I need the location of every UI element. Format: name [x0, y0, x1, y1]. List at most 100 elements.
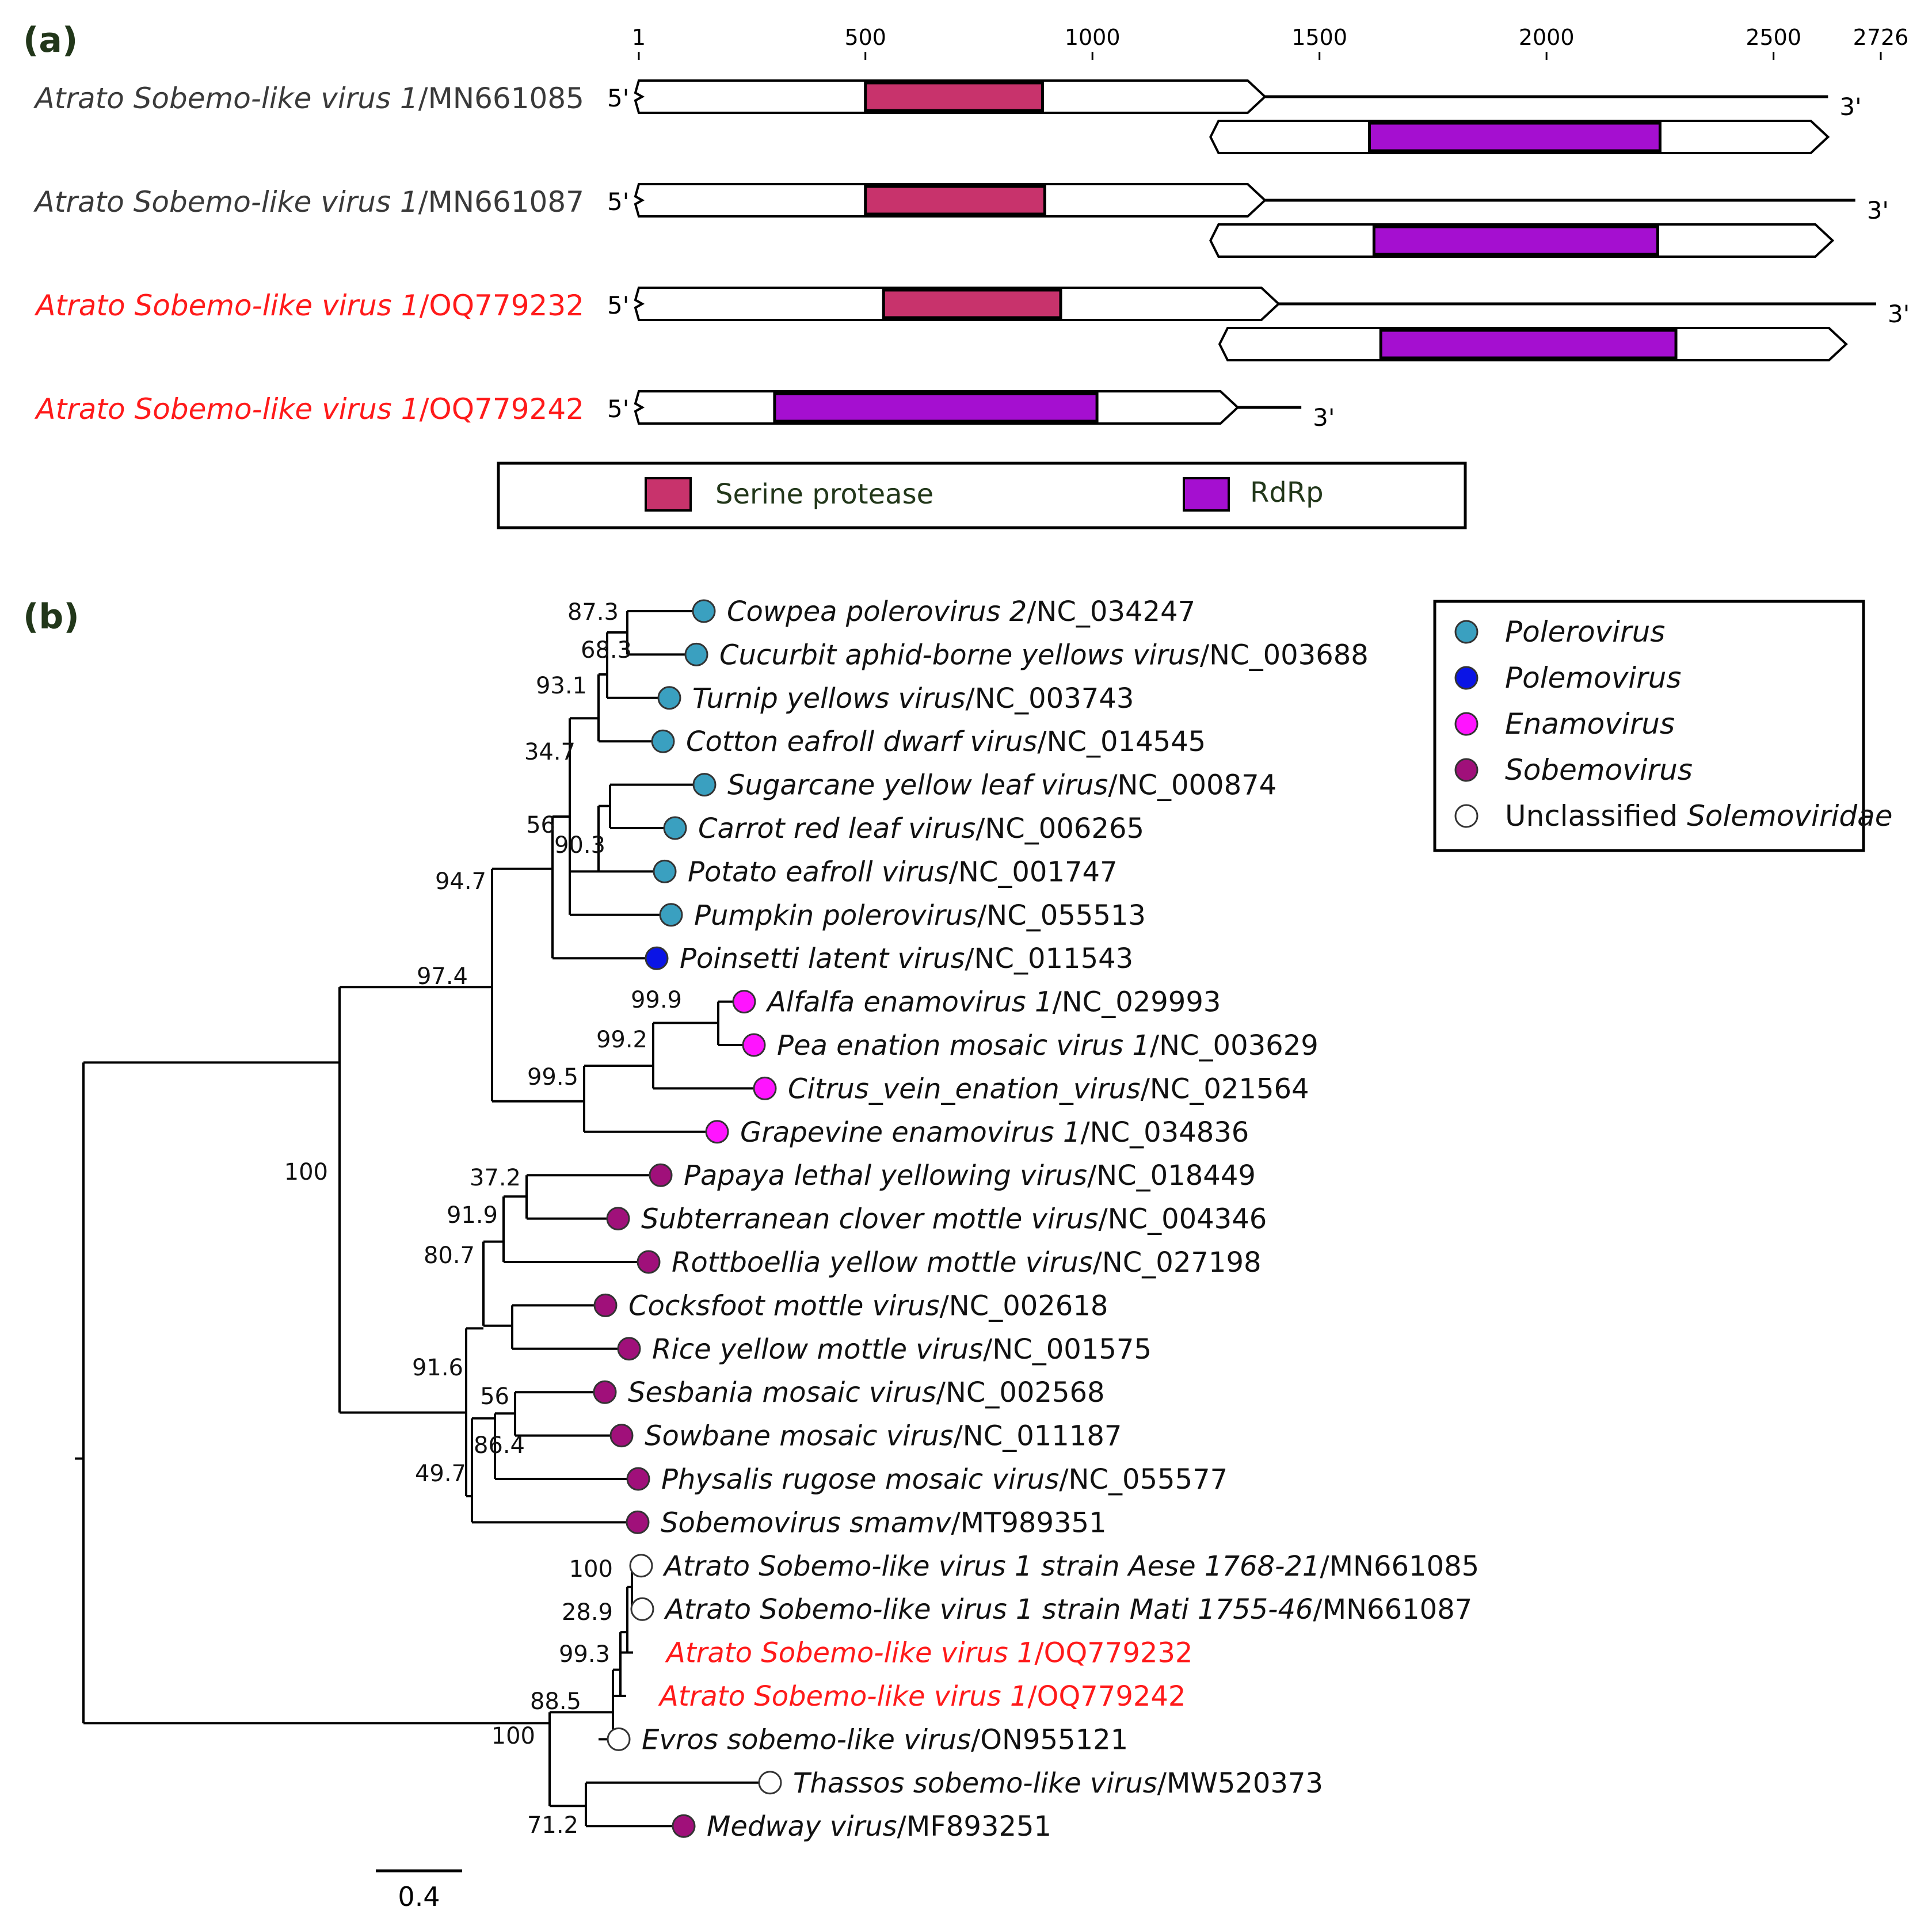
taxon-species: Medway virus	[707, 1810, 897, 1843]
unclassified-marker	[630, 1597, 654, 1621]
three-prime-label: 3'	[1839, 93, 1861, 121]
taxon-label: Cocksfoot mottle virus/NC_002618	[628, 1290, 1108, 1322]
legend-label: Polerovirus	[1505, 615, 1665, 649]
bootstrap-values: 87.368.393.134.75690.394.797.499.999.299…	[284, 599, 682, 1839]
tree-tip: Cucurbit aphid-borne yellows virus/NC_00…	[684, 639, 1369, 671]
polerovirus-marker	[684, 642, 708, 666]
serine-protease-swatch	[645, 477, 692, 512]
tree-tip: Pumpkin polerovirus/NC_055513	[659, 899, 1146, 932]
taxon-label: Medway virus/MF893251	[707, 1810, 1051, 1843]
polemovirus-marker	[645, 946, 669, 970]
taxon-species: Thassos sobemo-like virus	[793, 1767, 1157, 1799]
genome-label-species: Atrato Sobemo-like virus 1	[33, 185, 418, 219]
taxon-accession: /OQ779232	[1035, 1637, 1193, 1669]
tree-tip: Cowpea polerovirus 2/NC_034247	[692, 596, 1195, 628]
tree-tip: Turnip yellows virus/NC_003743	[657, 682, 1134, 715]
polerovirus-marker	[663, 816, 687, 840]
tree-tip: Cocksfoot mottle virus/NC_002618	[593, 1290, 1108, 1322]
bootstrap-value: 49.7	[415, 1461, 466, 1487]
taxon-label: Atrato Sobemo-like virus 1/OQ779242	[658, 1680, 1186, 1713]
tree-tip: Alfalfa enamovirus 1/NC_029993	[732, 986, 1221, 1019]
three-prime-label: 3'	[1867, 196, 1889, 224]
taxon-species: Physalis rugose mosaic virus	[661, 1463, 1059, 1496]
legend-marker	[1454, 620, 1478, 644]
tree-tip: Sesbania mosaic virus/NC_002568	[593, 1376, 1105, 1409]
taxon-label: Rottboellia yellow mottle virus/NC_02719…	[672, 1246, 1262, 1279]
taxon-species: Atrato Sobemo-like virus 1	[658, 1680, 1028, 1713]
genome-label-accession: /MN661085	[418, 82, 584, 115]
taxon-label: Cotton eafroll dwarf virus/NC_014545	[686, 726, 1206, 758]
taxon-species: Evros sobemo-like virus	[642, 1723, 971, 1756]
taxon-species: Poinsetti latent virus	[680, 943, 965, 975]
taxon-species: Rottboellia yellow mottle virus	[672, 1246, 1093, 1279]
taxon-accession: /MN661085	[1320, 1550, 1479, 1583]
legend-label: Sobemovirus	[1505, 753, 1693, 787]
taxon-accession: /NC_011187	[954, 1420, 1122, 1452]
rdrp-swatch	[1183, 477, 1230, 512]
taxon-label: Alfalfa enamovirus 1/NC_029993	[765, 986, 1221, 1019]
taxon-accession: /NC_002568	[936, 1376, 1105, 1409]
bootstrap-value: 99.9	[631, 987, 682, 1013]
taxon-accession: /NC_011543	[965, 943, 1133, 975]
taxon-accession: /NC_034247	[1027, 596, 1195, 628]
three-prime-label: 3'	[1313, 403, 1335, 432]
taxon-species: Sowbane mosaic virus	[645, 1420, 954, 1452]
bootstrap-value: 100	[284, 1159, 328, 1185]
axis-tick-label: 500	[844, 25, 886, 50]
taxon-accession: /NC_055577	[1059, 1463, 1228, 1496]
sobemovirus-marker	[606, 1207, 630, 1231]
genome-label-species: Atrato Sobemo-like virus 1	[34, 289, 419, 322]
bootstrap-value: 90.3	[554, 832, 605, 859]
genome-label-accession: /MN661087	[418, 185, 584, 219]
axis-tick-label: 1	[632, 25, 646, 50]
serine-protease-label: Serine protease	[715, 478, 933, 510]
taxon-species: Papaya lethal yellowing virus	[684, 1160, 1087, 1192]
tree-tip: Atrato Sobemo-like virus 1/OQ779242	[658, 1680, 1186, 1713]
axis-tick-label: 2726	[1853, 25, 1909, 50]
polerovirus-marker	[651, 729, 675, 753]
tree-tip: Thassos sobemo-like virus/MW520373	[758, 1767, 1323, 1799]
taxon-accession: /NC_014545	[1037, 726, 1206, 758]
rdrp-domain	[1379, 329, 1678, 360]
taxon-label: Sesbania mosaic virus/NC_002568	[628, 1376, 1105, 1409]
taxon-accession: /NC_018449	[1087, 1160, 1256, 1192]
tree-tip: Cotton eafroll dwarf virus/NC_014545	[651, 726, 1206, 758]
taxon-accession: /NC_003688	[1200, 639, 1369, 671]
scale-bar: 0.4	[376, 1869, 462, 1912]
tree-tip: Pea enation mosaic virus 1/NC_003629	[742, 1029, 1319, 1062]
taxon-label: Poinsetti latent virus/NC_011543	[680, 943, 1133, 975]
taxon-label: Turnip yellows virus/NC_003743	[692, 682, 1134, 715]
axis-tick-label: 2000	[1519, 25, 1575, 50]
tree-tip: Rice yellow mottle virus/NC_001575	[617, 1333, 1152, 1366]
sobemovirus-marker	[672, 1814, 696, 1838]
genome-label: Atrato Sobemo-like virus 1/OQ779242	[34, 392, 584, 426]
legend-marker	[1454, 804, 1478, 828]
taxon-label: Atrato Sobemo-like virus 1 strain Aese 1…	[662, 1550, 1479, 1583]
taxon-species: Potato eafroll virus	[688, 856, 949, 888]
taxon-species: Rice yellow mottle virus	[652, 1333, 983, 1366]
five-prime-label: 5'	[607, 84, 629, 112]
genus-legend: PolerovirusPolemovirusEnamovirusSobemovi…	[1433, 600, 1893, 852]
taxon-label: Physalis rugose mosaic virus/NC_055577	[661, 1463, 1228, 1496]
axis-tick-label: 2500	[1746, 25, 1801, 50]
taxon-label: Grapevine enamovirus 1/NC_034836	[740, 1116, 1249, 1149]
bootstrap-value: 56	[480, 1383, 509, 1410]
taxon-species: Alfalfa enamovirus 1	[765, 986, 1053, 1019]
taxon-accession: /NC_003629	[1150, 1029, 1319, 1062]
five-prime-label: 5'	[607, 291, 629, 319]
legend-label: Polemovirus	[1505, 661, 1681, 695]
serine-protease-domain	[864, 81, 1044, 112]
unclassified-marker	[629, 1554, 653, 1578]
bootstrap-value: 28.9	[562, 1599, 613, 1626]
taxon-label: Atrato Sobemo-like virus 1 strain Mati 1…	[664, 1593, 1472, 1626]
genome-maps: Atrato Sobemo-like virus 1/MN661085 5' 3' A…	[33, 79, 1910, 432]
sobemovirus-marker	[609, 1424, 634, 1448]
axis-tick-label: 1500	[1291, 25, 1347, 50]
bootstrap-value: 91.6	[412, 1355, 463, 1381]
axis-tick-label: 1000	[1065, 25, 1121, 50]
tree-tip: Citrus_vein_enation_virus/NC_021564	[753, 1073, 1309, 1105]
taxon-species: Grapevine enamovirus 1	[740, 1116, 1081, 1149]
sobemovirus-marker	[617, 1337, 641, 1361]
